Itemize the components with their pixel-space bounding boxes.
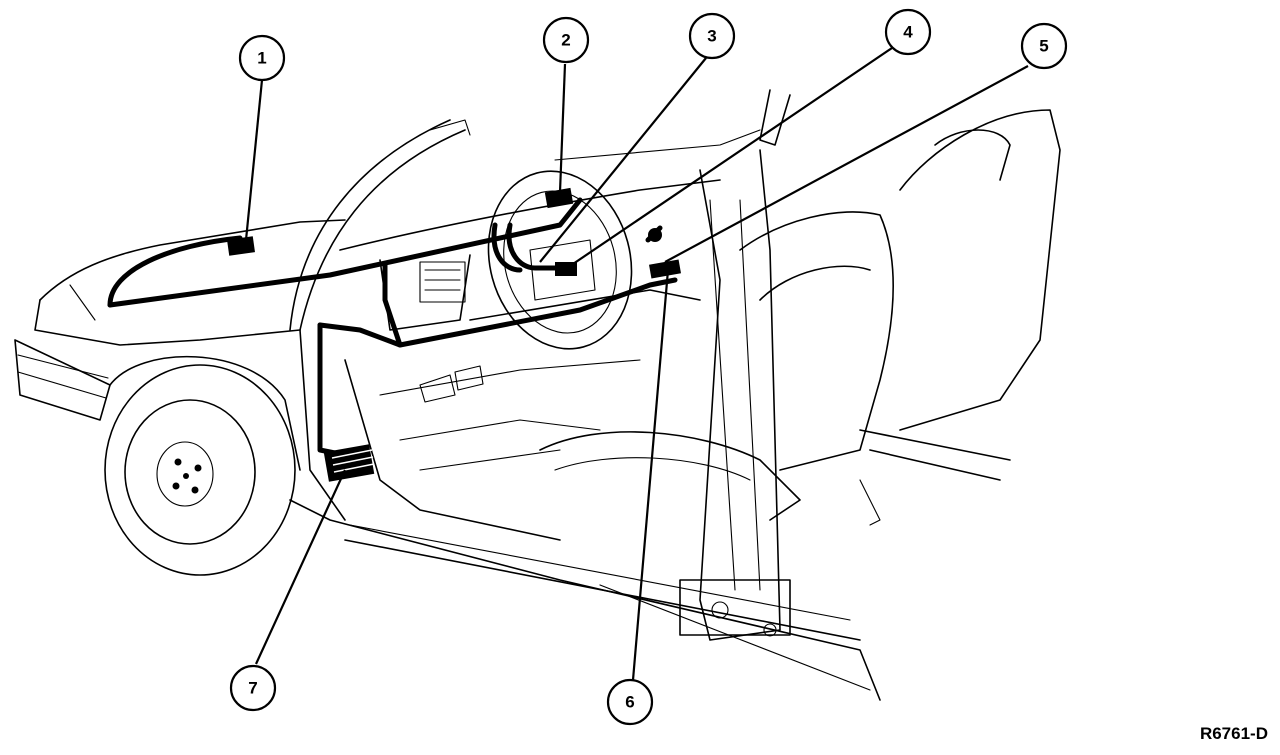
component-1: [227, 236, 255, 256]
figure-id-label: R6761-D: [1199, 724, 1268, 743]
component-2: [544, 187, 574, 209]
callout-7: 7: [229, 664, 277, 712]
wiring-harness: [107, 197, 678, 458]
component-5: [649, 259, 681, 279]
callout-2-label: 2: [561, 31, 570, 50]
callout-3-label: 3: [707, 27, 716, 46]
callout-4-label: 4: [903, 23, 913, 42]
leader-lines: [244, 47, 1029, 681]
callout-5-label: 5: [1039, 37, 1048, 56]
callout-5: 5: [1020, 22, 1068, 70]
callout-3: 3: [688, 12, 736, 60]
callout-6: 6: [606, 678, 654, 726]
callout-7-label: 7: [248, 679, 257, 698]
callout-6-label: 6: [625, 693, 634, 712]
component-4: [648, 228, 662, 242]
vehicle-body: [14, 89, 1061, 701]
callout-1-label: 1: [257, 49, 266, 68]
components: [227, 187, 681, 482]
callout-1: 1: [238, 34, 286, 82]
callout-2: 2: [542, 16, 590, 64]
component-7: [323, 444, 375, 482]
callout-4: 4: [884, 8, 932, 56]
